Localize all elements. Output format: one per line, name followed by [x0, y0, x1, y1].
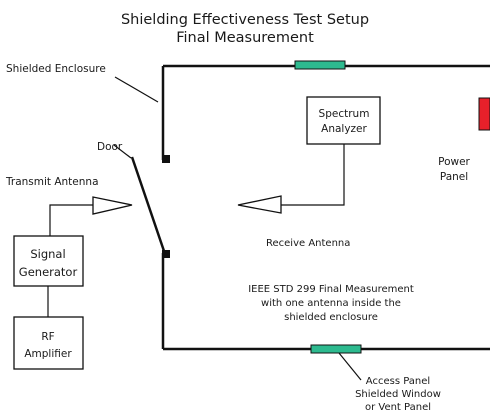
- diagram-title-line1: Shielding Effectiveness Test Setup: [121, 12, 369, 28]
- receive-antenna-label: Receive Antenna: [266, 238, 350, 249]
- door-hinge-lower: [162, 250, 170, 258]
- diagram-title-line2: Final Measurement: [176, 30, 314, 46]
- measurement-note-line2: with one antenna inside the: [261, 298, 401, 309]
- power-panel-label-line2: Panel: [440, 171, 468, 183]
- top-wall-panel: [294, 60, 346, 70]
- measurement-note-line1: IEEE STD 299 Final Measurement: [248, 284, 414, 295]
- power-panel: [478, 97, 490, 131]
- spectrum-analyzer-label-line2: Analyzer: [321, 123, 367, 135]
- signal-generator-label-line1: Signal: [30, 247, 65, 261]
- door-pointer: [113, 144, 132, 159]
- door-label: Door: [97, 141, 123, 153]
- receive-antenna: [237, 195, 282, 214]
- access-panel-pointer: [338, 352, 362, 381]
- transmit-antenna-cable: [49, 204, 93, 236]
- receive-antenna-cable: [281, 144, 345, 206]
- shielded-enclosure-label: Shielded Enclosure: [6, 63, 106, 75]
- power-panel-label-line1: Power: [438, 156, 470, 168]
- access-panel-label-line3: or Vent Panel: [365, 402, 431, 413]
- transmit-antenna-label: Transmit Antenna: [5, 176, 99, 188]
- access-panel-label-line1: Access Panel: [366, 376, 430, 387]
- spectrum-analyzer-label-line1: Spectrum: [319, 108, 370, 120]
- rf-amplifier-box: [13, 316, 84, 370]
- access-panel: [310, 344, 362, 354]
- signal-generator-box: [13, 235, 84, 287]
- signal-generator-label-line2: Generator: [19, 265, 78, 279]
- rf-amplifier-label-line1: RF: [41, 331, 54, 343]
- rf-amplifier-label-line2: Amplifier: [24, 348, 72, 360]
- door-hinge-upper: [162, 155, 170, 163]
- door: [130, 156, 167, 255]
- access-panel-label-line2: Shielded Window: [355, 389, 441, 400]
- spectrum-analyzer-box: [306, 96, 381, 145]
- measurement-note-line3: shielded enclosure: [284, 312, 378, 323]
- shielded-enclosure-pointer: [114, 76, 159, 103]
- transmit-antenna: [92, 196, 133, 215]
